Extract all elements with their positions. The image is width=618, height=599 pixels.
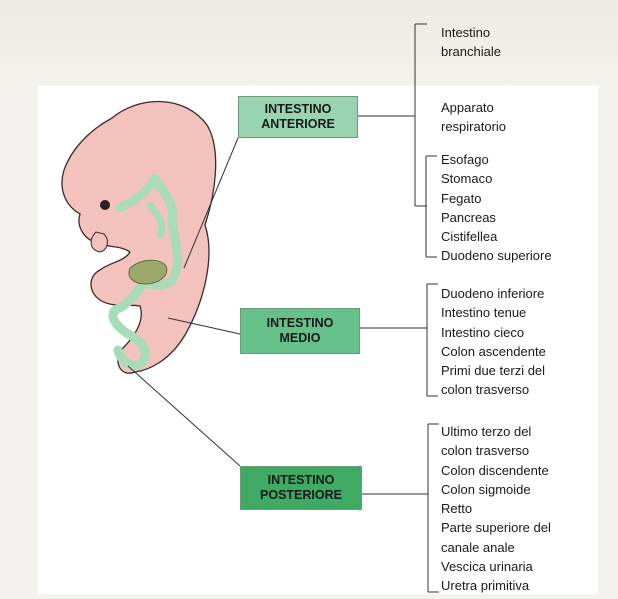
posterior-label-line1: INTESTINO <box>260 473 342 488</box>
embryo-eye <box>100 200 110 210</box>
embryo-body <box>62 102 216 374</box>
list-item: Intestino cieco <box>441 323 546 342</box>
label-box-anterior: INTESTINO ANTERIORE <box>238 96 358 138</box>
posterior-list: Ultimo terzo del colon trasverso Colon d… <box>441 422 551 596</box>
list-item: colon trasverso <box>441 441 551 460</box>
bracket-middle <box>360 284 438 396</box>
list-item: Colon ascendente <box>441 342 546 361</box>
list-item: Uretra primitiva <box>441 576 551 595</box>
list-item: Ultimo terzo del <box>441 422 551 441</box>
list-item: Pancreas <box>441 208 552 227</box>
bracket-anterior <box>358 24 437 257</box>
anterior-label-line2: ANTERIORE <box>261 117 335 132</box>
anterior-list-branchial: Intestino branchiale <box>441 23 501 62</box>
list-item: Colon discendente <box>441 461 551 480</box>
middle-list: Duodeno inferiore Intestino tenue Intest… <box>441 284 546 400</box>
bracket-posterior <box>362 424 439 592</box>
list-item: respiratorio <box>441 117 506 136</box>
list-item: Vescica urinaria <box>441 557 551 576</box>
middle-label-line1: INTESTINO <box>267 316 334 331</box>
label-box-middle: INTESTINO MEDIO <box>240 308 360 354</box>
list-item: Intestino tenue <box>441 303 546 322</box>
anterior-list-digestive: Esofago Stomaco Fegato Pancreas Cistifel… <box>441 150 552 266</box>
list-item: colon trasverso <box>441 380 546 399</box>
list-item: Primi due terzi del <box>441 361 546 380</box>
list-item: Stomaco <box>441 169 552 188</box>
list-item: Duodeno inferiore <box>441 284 546 303</box>
posterior-label-line2: POSTERIORE <box>260 488 342 503</box>
middle-label-line2: MEDIO <box>267 331 334 346</box>
embryo-limb <box>91 232 107 252</box>
list-item: canale anale <box>441 538 551 557</box>
list-item: Colon sigmoide <box>441 480 551 499</box>
list-item: Fegato <box>441 189 552 208</box>
list-item: Cistifellea <box>441 227 552 246</box>
list-item: Intestino <box>441 23 501 42</box>
anterior-label-line1: INTESTINO <box>261 102 335 117</box>
anterior-list-respiratory: Apparato respiratorio <box>441 98 506 137</box>
list-item: Esofago <box>441 150 552 169</box>
list-item: Apparato <box>441 98 506 117</box>
list-item: Parte superiore del <box>441 518 551 537</box>
list-item: Retto <box>441 499 551 518</box>
leader-line-posterior <box>128 366 240 466</box>
list-item: Duodeno superiore <box>441 246 552 265</box>
label-box-posterior: INTESTINO POSTERIORE <box>240 466 362 510</box>
list-item: branchiale <box>441 42 501 61</box>
